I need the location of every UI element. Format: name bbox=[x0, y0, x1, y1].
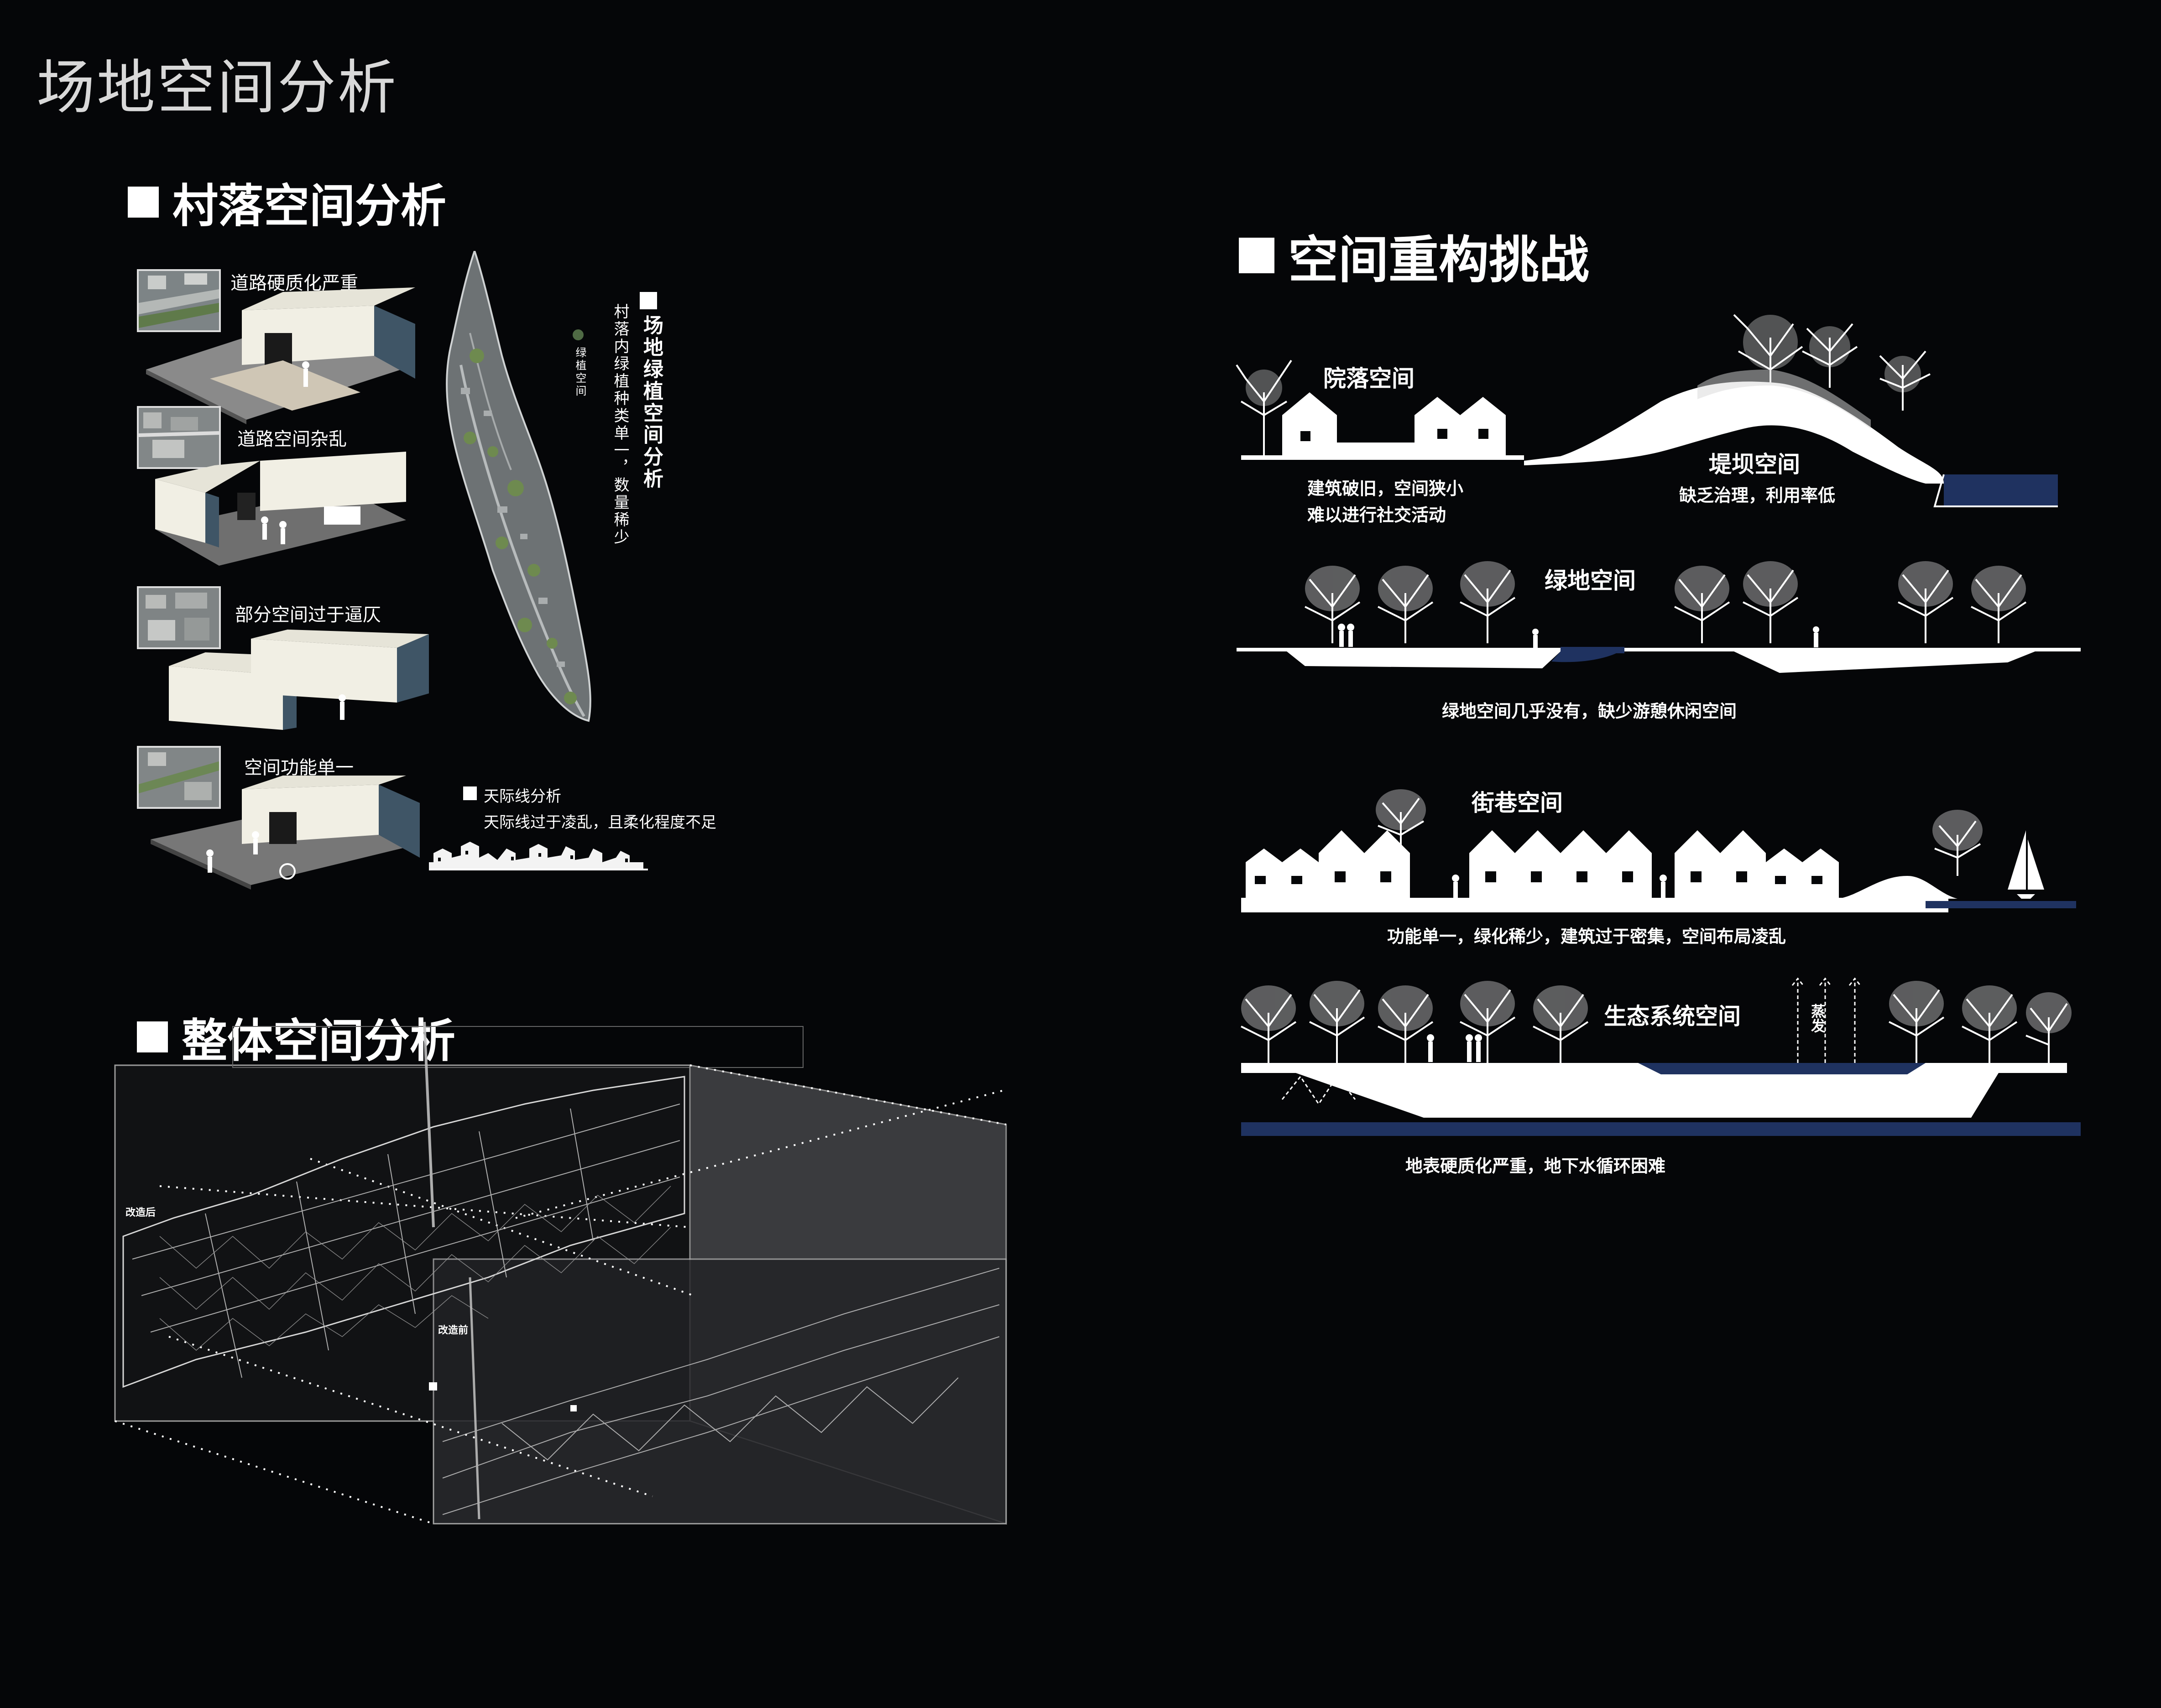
square-bullet-icon bbox=[1239, 238, 1274, 273]
dam-label: 堤坝空间 bbox=[1709, 451, 1800, 478]
cluttered-road-building-illustration bbox=[155, 452, 406, 566]
overall-analysis-title: 整体空间分析 bbox=[182, 1014, 455, 1068]
aerial-thumbnail bbox=[137, 406, 221, 469]
village-card-4-label: 空间功能单一 bbox=[244, 757, 354, 778]
aerial-thumbnail bbox=[137, 746, 221, 809]
ecosystem-section-caption: 地表硬质化严重，地下水循环困难 bbox=[1405, 1156, 1666, 1176]
after-label: 改造后 bbox=[125, 1207, 156, 1219]
street-section-caption: 功能单一，绿化稀少，建筑过于密集，空间布局凌乱 bbox=[1387, 927, 1786, 947]
courtyard-caption-2: 难以进行社交活动 bbox=[1307, 505, 1446, 525]
skyline-silhouette bbox=[429, 842, 648, 870]
green-section-label: 绿地空间 bbox=[1545, 568, 1636, 594]
square-bullet-icon bbox=[463, 786, 477, 800]
village-card-3-label: 部分空间过于逼仄 bbox=[235, 604, 381, 625]
page-title: 场地空间分析 bbox=[37, 54, 398, 122]
courtyard-dam-section bbox=[1236, 314, 2058, 507]
green-analysis-desc: 村落内绿植种类单一，数量稀少 bbox=[611, 303, 629, 546]
overall-transformation-map bbox=[114, 1022, 1007, 1525]
village-analysis-title: 村落空间分析 bbox=[172, 179, 446, 233]
square-bullet-icon bbox=[128, 186, 159, 218]
reconstruct-heading: 空间重构挑战 bbox=[1239, 219, 1589, 292]
overall-analysis-heading: 整体空间分析 bbox=[137, 1004, 455, 1070]
skyline-title: 天际线分析 bbox=[484, 787, 561, 806]
dam-caption: 缺乏治理，利用率低 bbox=[1679, 485, 1836, 505]
village-card-2-label: 道路空间杂乱 bbox=[237, 429, 347, 450]
reconstruct-title: 空间重构挑战 bbox=[1288, 231, 1589, 289]
green-space-section bbox=[1237, 561, 2081, 673]
evaporation-label: 蒸发 bbox=[1809, 1004, 1826, 1033]
village-analysis-heading: 村落空间分析 bbox=[128, 169, 446, 235]
courtyard-label: 院落空间 bbox=[1323, 365, 1415, 392]
before-label: 改造前 bbox=[438, 1325, 469, 1336]
green-legend-dot-icon bbox=[573, 329, 584, 340]
ecosystem-section bbox=[1241, 977, 2081, 1136]
courtyard-caption-1: 建筑破旧，空间狭小 bbox=[1307, 479, 1464, 499]
village-card-4 bbox=[137, 746, 221, 809]
skyline-desc: 天际线过于凌乱，且柔化程度不足 bbox=[484, 813, 716, 832]
narrow-space-building-illustration bbox=[169, 630, 429, 730]
village-card-3 bbox=[137, 586, 221, 649]
ecosystem-section-label: 生态系统空间 bbox=[1604, 1003, 1741, 1030]
aerial-thumbnail bbox=[137, 586, 221, 649]
village-green-plan-map bbox=[446, 251, 591, 722]
square-bullet-icon bbox=[137, 1021, 168, 1052]
street-section bbox=[1241, 789, 2076, 912]
aerial-thumbnail bbox=[137, 269, 221, 332]
village-card-2 bbox=[137, 406, 221, 469]
road-hardening-building-illustration bbox=[146, 287, 415, 424]
village-card-1 bbox=[137, 269, 221, 332]
square-bullet-icon bbox=[640, 292, 657, 309]
green-section-caption: 绿地空间几乎没有，缺少游憩休闲空间 bbox=[1442, 701, 1737, 721]
green-analysis-title: 场地绿植空间分析 bbox=[640, 315, 663, 490]
single-function-building-illustration bbox=[151, 776, 420, 890]
green-legend-label: 绿植空间 bbox=[574, 347, 586, 398]
street-section-label: 街巷空间 bbox=[1472, 790, 1563, 816]
